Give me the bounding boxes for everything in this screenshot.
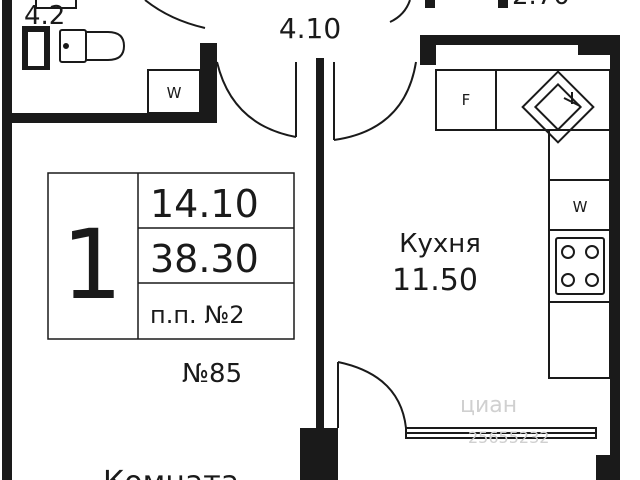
wall-kitchen-lower-right (596, 455, 620, 480)
info-block-frame (47, 172, 295, 340)
wall-kitchen-lower-left (300, 428, 338, 480)
hall-area: 4.10 (279, 12, 341, 45)
apartment-number: №85 (182, 359, 242, 389)
bathroom-top-frame (35, 0, 77, 9)
bathroom-area: 4.2 (24, 1, 65, 31)
fridge-label: F (462, 91, 471, 109)
bathroom-fixtures (59, 29, 201, 114)
info-block: 1 14.10 38.30 п.п. №2 (47, 172, 295, 340)
wall-top-right-corner-2 (498, 0, 508, 8)
counter-right (548, 129, 611, 379)
watermark-brand: циан (460, 393, 517, 418)
counter-top (495, 69, 611, 131)
door-top-arc (144, 0, 206, 29)
watermark-id: 25655232 (468, 428, 549, 447)
door-top-arc-right (389, 0, 411, 23)
window-kitchen (405, 427, 597, 439)
toilet-button (63, 43, 69, 49)
kitchen-washer-label: W (573, 198, 588, 216)
wall-bathroom-right (200, 43, 217, 113)
living-room-name: Комната (103, 465, 239, 480)
bathroom-washer-label: W (167, 84, 182, 102)
living-area-value: 14.10 (150, 182, 259, 226)
kitchen-name: Кухня (399, 229, 481, 259)
wall-left-outer (2, 0, 12, 480)
stove-icon (555, 237, 605, 295)
door-kitchen-lower-swing (337, 361, 407, 429)
wall-top-right-post (578, 35, 610, 55)
walls (2, 0, 620, 480)
kitchen-area: 11.50 (392, 263, 478, 298)
wall-kitchen-top-stub (420, 35, 436, 65)
door-kitchen-swing (333, 61, 417, 141)
bathroom-washer-box (147, 69, 201, 114)
kitchen-fixtures (435, 69, 611, 379)
total-area-value: 38.30 (150, 237, 259, 281)
top-right-area: 2.70 (512, 0, 570, 11)
wall-bathroom-stub-inner (28, 32, 44, 66)
plan-number: п.п. №2 (150, 301, 245, 329)
wall-bathroom-bottom (12, 113, 217, 123)
sink-icon (521, 70, 595, 144)
rooms-count: 1 (61, 209, 122, 321)
wall-central (316, 58, 324, 480)
wall-top-right-corner (425, 0, 435, 8)
wall-kitchen-top (430, 35, 610, 45)
doors (144, 0, 417, 429)
toilet-bowl (86, 31, 126, 61)
door-bathroom-swing (216, 61, 297, 138)
toilet-tank (59, 29, 87, 63)
wall-right-outer (610, 35, 620, 480)
